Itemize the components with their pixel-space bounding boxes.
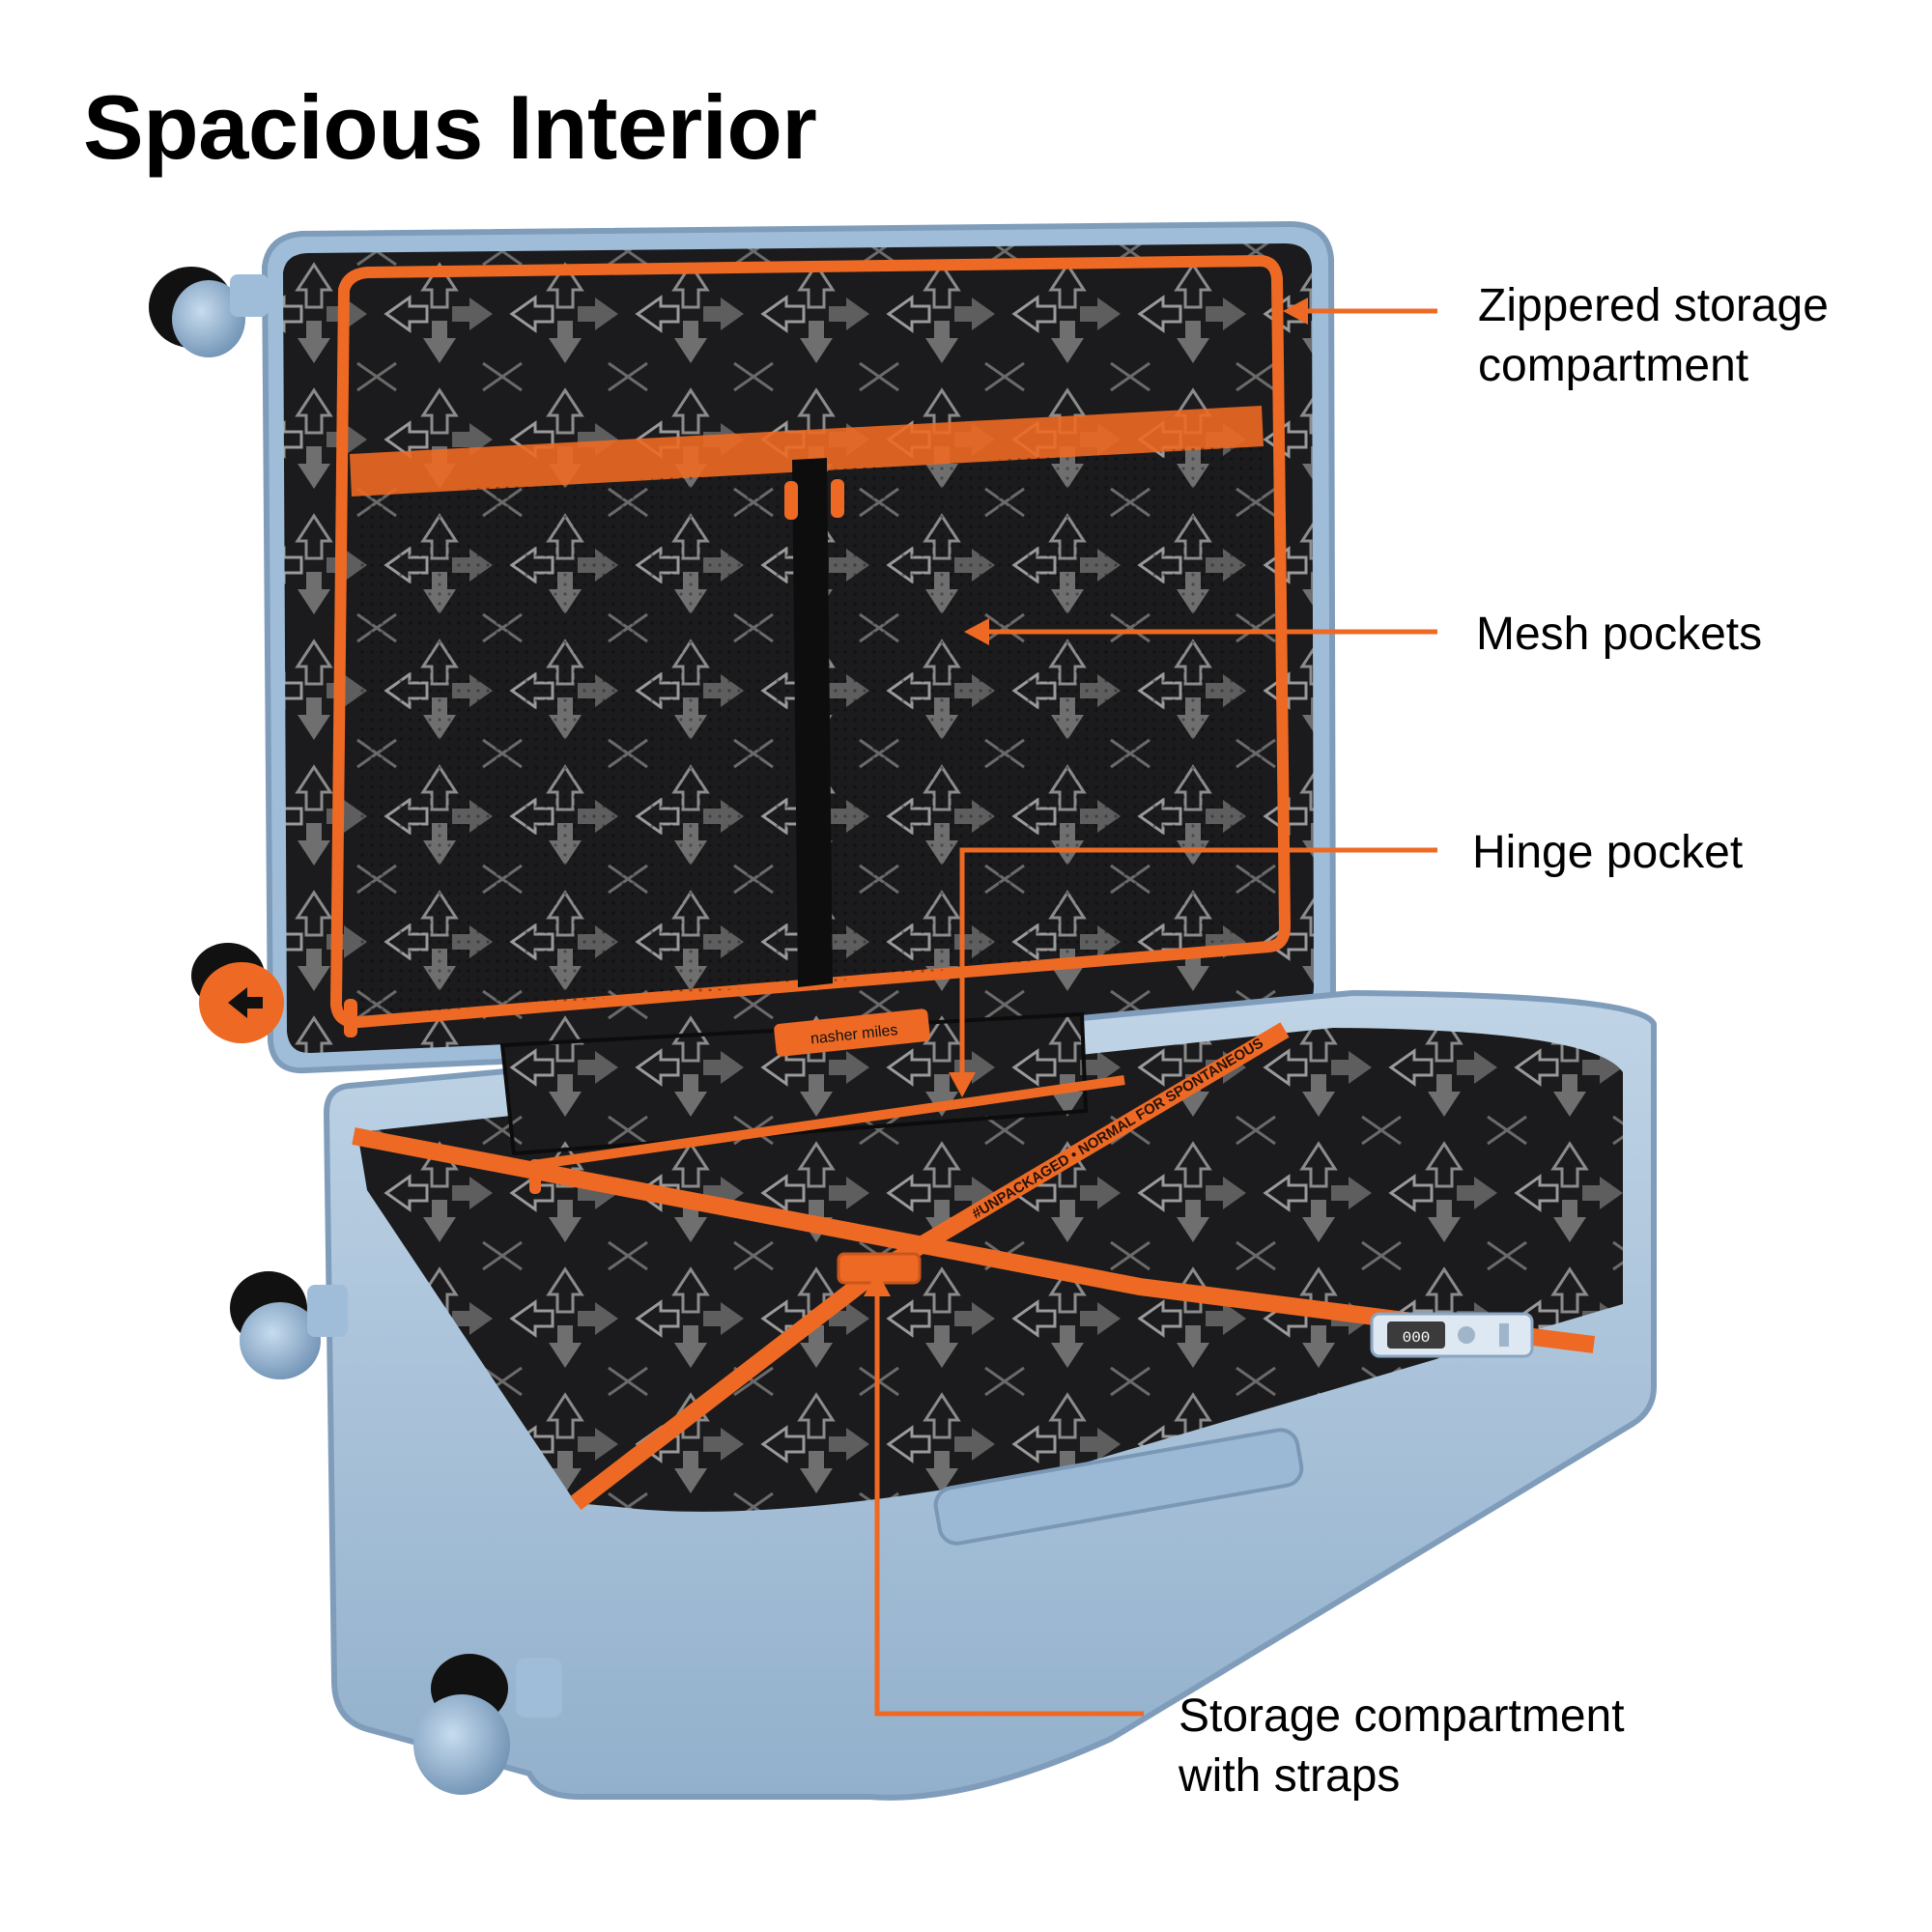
arrowhead-hinge [949,1072,976,1097]
wheel-lid-bottom-left [191,943,284,1043]
leader-hinge [959,847,1437,1084]
mesh-pocket-left [354,471,794,1016]
arrow-logo-icon [228,987,263,1018]
hinge-pocket-zipper [532,1075,1125,1170]
lock-digits: 000 [1403,1329,1431,1347]
arrowhead-zippered [1283,298,1308,325]
callout-hinge-line1: Hinge pocket [1472,827,1744,878]
page-title: Spacious Interior [83,76,817,178]
carry-handle [933,1428,1304,1546]
callout-straps-line1: Storage compartment [1179,1690,1625,1742]
combination-lock: 000 [1370,1312,1534,1358]
brand-tag: nasher miles [774,1009,930,1057]
wheel-top-left [149,267,269,357]
zipper-pull-right [831,479,844,518]
callout-arrowheads [864,298,1308,1296]
zipper-pull-corner [344,999,357,1037]
callout-lines [874,308,1437,1717]
callout-zippered-line1: Zippered storage [1478,280,1829,331]
mesh-pocket-top-band [350,406,1264,497]
wheel-base-left [230,1271,348,1379]
callout-zippered-line2: compartment [1478,340,1749,391]
callout-mesh-pockets: Mesh pockets [1476,605,1762,665]
suitcase-base: nasher miles #UNPACKAGED • NORMAL FOR SP… [323,989,1657,1801]
zipper-pull-left [784,481,798,520]
callout-storage-straps: Storage compartment with straps [1179,1687,1625,1806]
wheel-base-front [413,1654,562,1795]
callout-hinge-pocket: Hinge pocket [1472,823,1743,883]
callout-straps-line2: with straps [1179,1750,1401,1802]
arrowhead-mesh [964,618,989,645]
callout-zippered-storage: Zippered storage compartment [1478,276,1829,396]
suitcase-lid [261,220,1337,1074]
mesh-pocket-divider [792,458,833,987]
mesh-pocket-right [827,444,1271,981]
leader-straps [874,1285,1144,1717]
arrowhead-straps [864,1271,891,1296]
callout-mesh-line1: Mesh pockets [1476,609,1763,660]
